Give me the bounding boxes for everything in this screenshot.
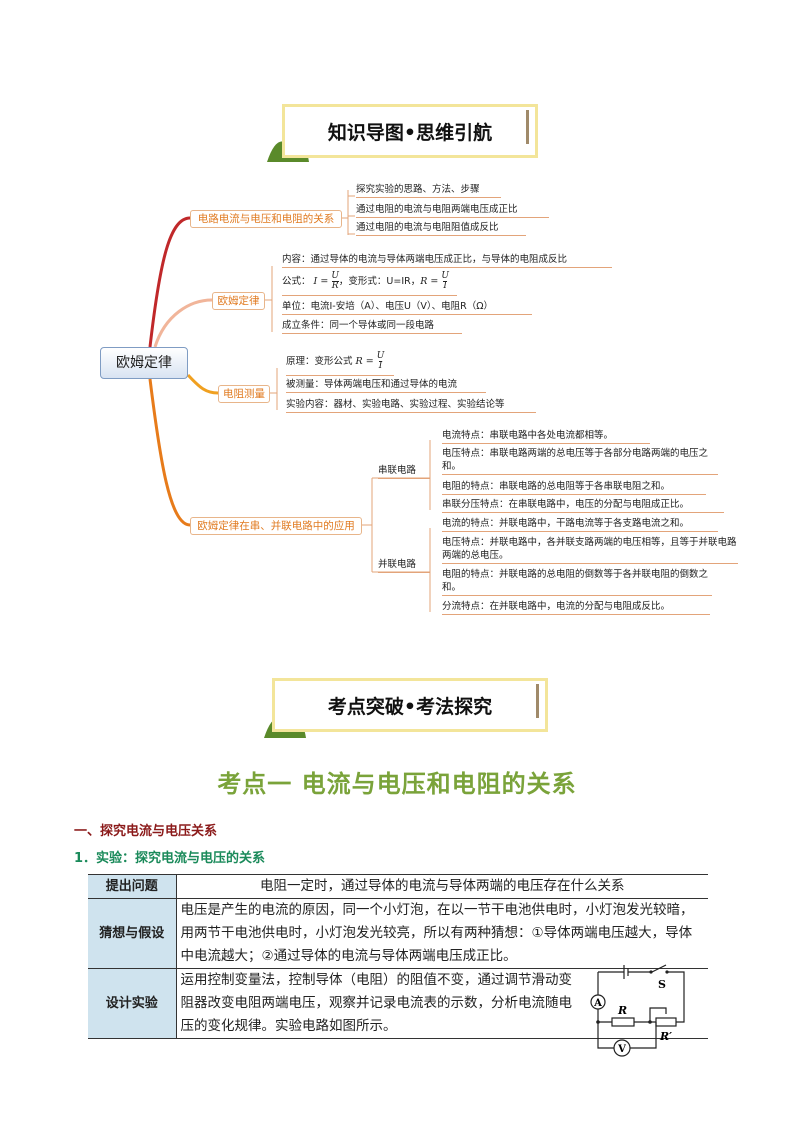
measure-content: 实验内容：器材、实验电路、实验过程、实验结论等 <box>286 398 536 413</box>
banner-title: 知识导图•思维引航 <box>282 104 538 158</box>
banner-accent <box>536 684 539 718</box>
series-item: 电压特点：串联电路两端的总电压等于各部分电路两端的电压之和。 <box>442 447 718 475</box>
table-row: 提出问题 电阻一定时，通过导体的电流与导体两端的电压存在什么关系 <box>88 874 708 899</box>
ammeter-label: A <box>593 998 602 1009</box>
rheostat-label: R′ <box>659 1030 672 1043</box>
series-item: 电流特点：串联电路中各处电流都相等。 <box>442 429 650 444</box>
series-label: 串联电路 <box>378 464 430 479</box>
parallel-item: 电压特点：并联电路中，各并联支路两端的电压相等，且等于并联电路两端的总电压。 <box>442 536 738 564</box>
series-item: 电阻的特点：串联电路的总电阻等于各串联电阻之和。 <box>442 480 706 495</box>
row-head: 提出问题 <box>88 874 177 899</box>
row-text: 运用控制变量法，控制导体（电阻）的阻值不变，通过调节滑动变阻器改变电阻两端电压，… <box>176 968 708 1039</box>
principle-text: 原理：变形公式 <box>286 356 353 367</box>
formula-mid: ，变形式：U=IR， <box>338 276 421 287</box>
experiment-table: 提出问题 电阻一定时，通过导体的电流与导体两端的电压存在什么关系 猜想与假设 电… <box>88 874 708 1039</box>
branch1-item: 探究实验的思路、方法、步骤 <box>356 183 501 198</box>
branch1-item: 通过电阻的电流与电阻阻值成反比 <box>356 221 526 236</box>
ammeter-icon <box>590 994 606 1010</box>
row-head: 猜想与假设 <box>88 898 177 969</box>
heading-1: 一、探究电流与电压关系 <box>74 824 218 839</box>
row-head: 设计实验 <box>88 968 177 1039</box>
branch-measure: 电阻测量 <box>218 385 270 403</box>
voltmeter-label: V <box>617 1044 626 1055</box>
branch-application: 欧姆定律在串、并联电路中的应用 <box>190 517 362 535</box>
branch1-item: 通过电阻的电流与电阻两端电压成正比 <box>356 203 549 218</box>
row-text: 电阻一定时，通过导体的电流与导体两端的电压存在什么关系 <box>176 874 708 899</box>
switch-label: S <box>658 978 666 991</box>
banner-title: 考点突破•考法探究 <box>272 678 548 732</box>
branch-relation: 电路电流与电压和电阻的关系 <box>190 210 342 228</box>
circuit-diagram: A V S R R′ <box>590 964 685 1057</box>
heading-2: 1．实验：探究电流与电压的关系 <box>74 851 266 866</box>
ohm-content: 内容：通过导体的电流与导体两端电压成正比，与导体的电阻成反比 <box>282 253 612 268</box>
section-title: 考点一 电流与电压和电阻的关系 <box>217 770 577 798</box>
table-row: 猜想与假设 电压是产生的电流的原因，同一个小灯泡，在以一节干电池供电时，小灯泡发… <box>88 898 708 969</box>
row-text: 电压是产生的电流的原因，同一个小灯泡，在以一节干电池供电时，小灯泡发光较暗，用两… <box>176 898 708 969</box>
branch-ohm: 欧姆定律 <box>212 292 265 310</box>
parallel-item: 电流的特点：并联电路中，干路电流等于各支路电流之和。 <box>442 517 718 532</box>
ohm-unit: 单位：电流I-安培（A）、电压U（V）、电阻R（Ω） <box>282 300 532 315</box>
mindmap-root: 欧姆定律 <box>100 347 188 379</box>
table-row: 设计实验 运用控制变量法，控制导体（电阻）的阻值不变，通过调节滑动变阻器改变电阻… <box>88 968 708 1039</box>
resistor-label: R <box>617 1004 627 1017</box>
ohm-condition: 成立条件：同一个导体或同一段电路 <box>282 319 462 334</box>
formula-prefix: 公式： <box>282 276 311 287</box>
parallel-item: 分流特点：在并联电路中，电流的分配与电阻成反比。 <box>442 600 710 615</box>
parallel-item: 电阻的特点：并联电路的总电阻的倒数等于各并联电阻的倒数之和。 <box>442 568 712 596</box>
series-item: 串联分压特点：在串联电路中，电压的分配与电阻成正比。 <box>442 498 724 513</box>
parallel-label: 并联电路 <box>378 558 430 573</box>
voltmeter-icon <box>613 1039 631 1057</box>
banner-accent <box>526 110 529 144</box>
measure-measured: 被测量：导体两端电压和通过导体的电流 <box>286 378 486 393</box>
